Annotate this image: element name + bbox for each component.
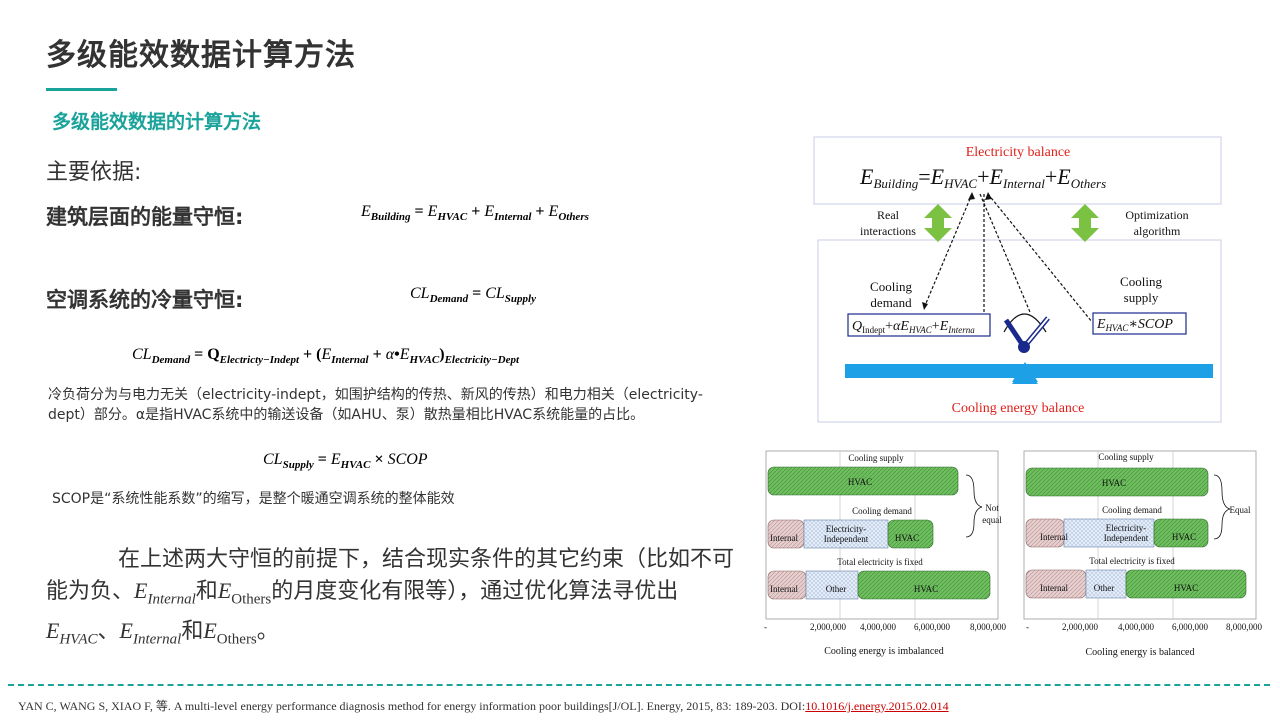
bar-demand-independent: [803, 519, 889, 549]
balance-diagram: Electricity balance EBuilding=EHVAC+EInt…: [813, 136, 1222, 423]
brace-label-equal: Equal: [1230, 505, 1251, 515]
bar-label-other: Other: [826, 584, 847, 594]
bar-chart-balanced: Cooling supply HVAC Cooling demand Inter…: [1023, 450, 1263, 658]
chart-caption: Cooling energy is imbalanced: [824, 646, 944, 657]
group-label-supply: Cooling supply: [848, 453, 904, 463]
basis-label: 主要依据:: [46, 160, 142, 185]
optimization-label-1: Optimization: [1125, 208, 1188, 222]
cooling-supply-box: [1092, 312, 1187, 335]
bar-label-other: Other: [1094, 583, 1115, 593]
reference: YAN C, WANG S, XIAO F, 等. A multi-level …: [18, 697, 949, 714]
group-label-total: Total electricity is fixed: [837, 557, 923, 567]
double-arrow-icon: [924, 204, 952, 242]
ac-equation: CLDemand = CLSupply: [410, 285, 536, 306]
tick-label: 8,000,000: [970, 622, 1007, 632]
cooling-supply-label-2: supply: [1124, 290, 1159, 305]
bar-demand-hvac: [1153, 518, 1209, 548]
bar-demand-hvac: [887, 519, 934, 549]
tick-label: -: [1026, 622, 1029, 632]
bar-label-hvac-3: HVAC: [914, 584, 938, 594]
bar-label-internal-2: Internal: [1040, 583, 1068, 593]
scop-note: SCOP是“系统性能系数”的缩写，是整个暖通空调系统的整体能效: [52, 491, 455, 507]
tick-label: 4,000,000: [1118, 622, 1155, 632]
bar-demand-independent: [1063, 518, 1155, 548]
diagram-electricity-equation: EBuilding=EHVAC+EInternal+EOthers: [859, 164, 1106, 191]
pivot: [1018, 341, 1030, 353]
tick-label: 2,000,000: [1062, 622, 1099, 632]
scop-equation: CLSupply = EHVAC × SCOP: [263, 451, 428, 472]
group-label-total: Total electricity is fixed: [1089, 556, 1175, 566]
bar-total-hvac: [857, 570, 991, 600]
cooling-supply-formula: EHVAC∗SCOP: [1096, 317, 1173, 333]
cooling-energy-balance-label: Cooling energy balance: [952, 401, 1085, 416]
cooling-supply-label-1: Cooling: [1120, 274, 1162, 289]
ac-heading: 空调系统的冷量守恒:: [46, 288, 244, 312]
cooling-demand-formula: QIndept+αEHVAC+EInterna: [852, 319, 975, 335]
bar-label-hvac: HVAC: [1102, 478, 1126, 488]
bar-label-independent: Independent: [824, 534, 869, 544]
bar-label-hvac-2: HVAC: [1172, 532, 1196, 542]
brace-label-equal: equal: [982, 515, 1002, 525]
bar-label-internal: Internal: [770, 533, 798, 543]
bar-label-electricity: Electricity-: [1106, 523, 1146, 533]
bar-label-internal-2: Internal: [770, 584, 798, 594]
cooling-demand-label-1: Cooling: [870, 279, 912, 294]
bar-supply-hvac: [1025, 467, 1209, 497]
building-equation: EBuilding = EHVAC + EInternal + EOthers: [361, 203, 589, 224]
summary-paragraph: 在上述两大守恒的前提下，结合现实条件的其它约束（比如不可能为负、EInterna…: [46, 547, 735, 648]
bar-label-internal: Internal: [1040, 532, 1068, 542]
demand-equation: CLDemand = QElectricty−Indept + (EIntern…: [132, 346, 520, 367]
tick-label: 8,000,000: [1226, 622, 1263, 632]
interaction-arrows: [923, 193, 1093, 334]
reference-text: YAN C, WANG S, XIAO F, 等. A multi-level …: [18, 699, 806, 713]
bar-label-hvac: HVAC: [848, 477, 872, 487]
tick-label: 6,000,000: [914, 622, 951, 632]
tick-label: -: [764, 622, 767, 632]
page-title: 多级能效数据计算方法: [46, 38, 356, 73]
bar-chart-imbalanced: Cooling supply HVAC Cooling demand Inter…: [764, 450, 1007, 657]
electricity-balance-label: Electricity balance: [966, 145, 1071, 160]
arrow-heads: [922, 192, 992, 310]
tick-label: 2,000,000: [810, 622, 847, 632]
bar-supply-hvac: [767, 466, 959, 496]
brace: [1213, 474, 1231, 540]
tick-label: 4,000,000: [860, 622, 897, 632]
fulcrum: [1012, 368, 1038, 384]
real-interactions-label-2: interactions: [860, 224, 916, 238]
doi-link[interactable]: 10.1016/j.energy.2015.02.014: [805, 699, 949, 713]
footer-divider: [8, 684, 1270, 686]
real-interactions-label-1: Real: [877, 208, 900, 222]
chart-caption: Cooling energy is balanced: [1086, 647, 1195, 658]
section-subtitle: 多级能效数据的计算方法: [52, 111, 262, 133]
cooling-demand-label-2: demand: [870, 295, 912, 310]
bar-label-independent: Independent: [1104, 533, 1149, 543]
bar-total-other: [805, 570, 859, 600]
building-heading: 建筑层面的能量守恒:: [46, 205, 244, 229]
title-underline: [46, 88, 117, 91]
cooling-demand-box: [847, 313, 991, 337]
group-label-demand: Cooling demand: [1102, 505, 1162, 515]
optimization-label-2: algorithm: [1134, 224, 1181, 238]
bar-total-hvac: [1125, 569, 1247, 599]
group-label-demand: Cooling demand: [852, 506, 912, 516]
bar-label-hvac-3: HVAC: [1174, 583, 1198, 593]
brace: [965, 474, 983, 538]
brace-label-not: Not: [985, 503, 999, 513]
bar-label-hvac-2: HVAC: [895, 533, 919, 543]
group-label-supply: Cooling supply: [1098, 452, 1154, 462]
double-arrow-icon: [1071, 204, 1099, 242]
demand-note: 冷负荷分为与电力无关（electricity-indept，如围护结构的传热、新…: [48, 387, 703, 423]
bar-label-electricity: Electricity-: [826, 524, 866, 534]
bar-total-other: [1085, 569, 1127, 599]
tick-label: 6,000,000: [1172, 622, 1209, 632]
